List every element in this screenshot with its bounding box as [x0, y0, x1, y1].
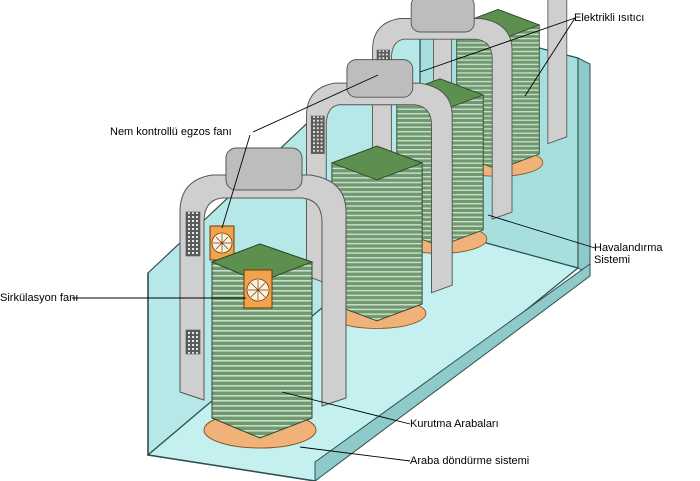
label-heater: Elektrikli ısıtıcı: [574, 12, 645, 24]
label-drying-carts: Kurutma Arabaları: [410, 418, 499, 430]
leader-lines: [72, 17, 596, 462]
circulation-fan: [243, 269, 273, 309]
enclosure-front-edge: [314, 263, 591, 481]
label-ventilation-line1: Havalandırma: [594, 242, 663, 254]
label-ventilation-line2: Sistemi: [594, 254, 631, 266]
label-circulation-fan: Sirkülasyon fanı: [0, 292, 79, 304]
enclosure-right-wall: [577, 57, 591, 276]
label-rotation-system: Araba döndürme sistemi: [410, 455, 530, 467]
drying-unit-1: [179, 147, 347, 449]
label-exhaust-fan: Nem kontrollü egzos fanı: [110, 126, 232, 138]
drying-unit-2: [306, 59, 453, 329]
